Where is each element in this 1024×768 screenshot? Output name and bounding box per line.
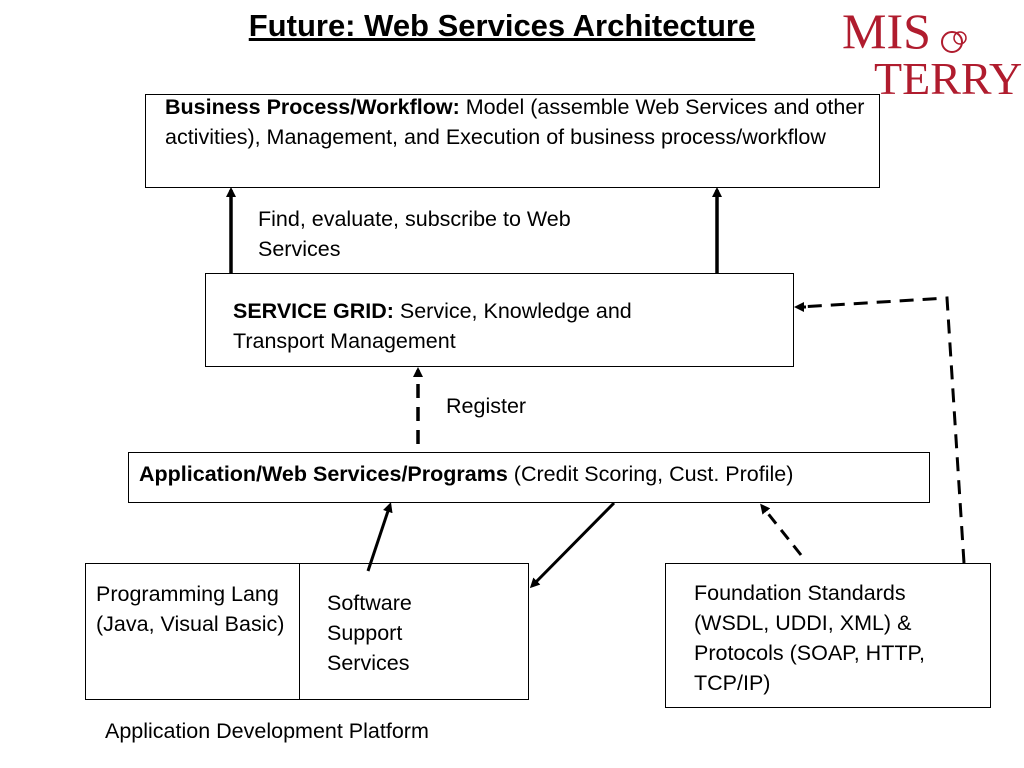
arrow-foundation-to-app-dashed [760, 503, 803, 556]
application-text: Application/Web Services/Programs (Credi… [139, 459, 793, 489]
arrow-app-to-support [529, 501, 616, 589]
foundation-standards-text: Foundation Standards (WSDL, UDDI, XML) &… [694, 581, 926, 695]
business-process-text: Business Process/Workflow: Model (assemb… [165, 92, 875, 152]
mis-terry-logo: MIS TERRY [842, 3, 1022, 102]
application-description: (Credit Scoring, Cust. Profile) [507, 462, 794, 486]
service-grid-text: SERVICE GRID: Service, Knowledge and Tra… [233, 296, 673, 356]
logo-swirl-inner [953, 31, 967, 45]
software-support-box [299, 563, 529, 700]
service-grid-description: Service, Knowledge and Transport Managem… [233, 299, 632, 353]
business-process-description: Model (assemble Web Services and other a… [165, 95, 865, 149]
foundation-standards-box [665, 563, 991, 708]
register-label: Register [446, 394, 527, 418]
line-foundation-to-grid-dashed [799, 296, 966, 564]
logo-mis: MIS [842, 3, 931, 59]
platform-label: Application Development Platform [105, 719, 429, 743]
arrow-support-to-app [366, 502, 393, 572]
logo-swirl [941, 31, 963, 53]
service-grid-heading: SERVICE GRID: [233, 299, 394, 323]
application-heading: Application/Web Services/Programs [139, 462, 508, 486]
business-process-box [145, 94, 880, 188]
service-grid-box [205, 273, 794, 367]
logo-terry: TERRY [874, 53, 1022, 102]
page-title: Future: Web Services Architecture [248, 8, 756, 43]
programming-lang-text: Programming Lang (Java, Visual Basic) [96, 582, 285, 636]
programming-lang-box [85, 563, 300, 700]
software-support-text: Software Support Services [327, 591, 412, 675]
application-box [128, 452, 930, 503]
find-label: Find, evaluate, subscribe to Web Service… [258, 207, 571, 261]
business-process-heading: Business Process/Workflow: [165, 95, 460, 119]
